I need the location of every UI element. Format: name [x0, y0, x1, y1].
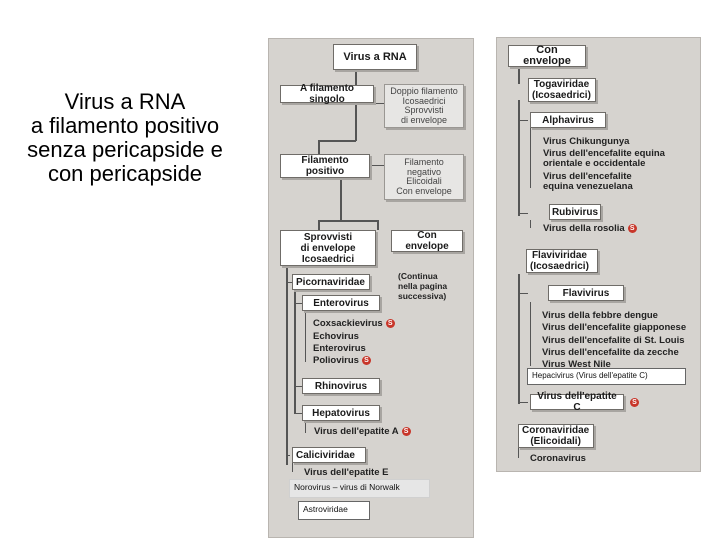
virus-rna-root-box: Virus a RNA: [333, 44, 417, 70]
norovirus-note: Norovirus – virus di Norwalk: [289, 479, 430, 498]
hcv-box: Virus dell'epatite C: [530, 391, 624, 413]
japanese-encephalitis-label: Virus dell'encefalite giapponese: [542, 322, 687, 333]
tick-borne-label: Virus dell'encefalite da zecche: [542, 347, 679, 358]
double-strand-box: Doppio filamento Icosaedrici Sprovvisti …: [384, 84, 464, 128]
positive-strand-box: Filamento positivo: [280, 154, 370, 178]
title-line-3: senza pericapside e: [27, 137, 223, 162]
alphavirus-box: Alphavirus: [530, 112, 606, 128]
eee-wee-label: Virus dell'encefalite equina orientale e…: [543, 148, 665, 169]
rubivirus-box: Rubivirus: [549, 204, 601, 220]
west-nile-label: Virus West Nile: [542, 360, 611, 368]
enveloped-box: Con envelope: [391, 230, 463, 252]
s-badge-icon: S: [630, 398, 639, 407]
s-badge-icon: S: [385, 319, 395, 328]
picornaviridae-box: Picornaviridae: [292, 274, 370, 290]
negative-strand-box: Filamento negativo Elicoidali Con envelo…: [384, 154, 464, 200]
chikungunya-label: Virus Chikungunya: [543, 136, 630, 147]
flaviviridae-box: Flaviviridae (Icosaedrici): [526, 249, 598, 273]
coronavirus-label: Coronavirus: [530, 453, 586, 464]
title-line-4: con pericapside: [47, 161, 203, 186]
st-louis-label: Virus dell'encefalite di St. Louis: [542, 335, 685, 346]
togaviridae-box: Togaviridae (Icosaedrici): [528, 78, 596, 102]
slide-title: Virus a RNA a filamento positivo senza p…: [0, 90, 250, 186]
vee-label: Virus dell'encefalite equina venezuelana: [543, 171, 633, 192]
enterovirus-genus-box: Enterovirus: [302, 295, 380, 311]
hepatitis-e-label: Virus dell'epatite E: [304, 467, 389, 478]
continued-note: (Continua nella pagina successiva): [398, 271, 448, 301]
title-line-2: a filamento positivo: [30, 113, 220, 138]
enveloped-header-box: Con envelope: [508, 45, 586, 67]
caliciviridae-box: Caliciviridae: [292, 447, 366, 463]
rhinovirus-box: Rhinovirus: [302, 378, 380, 394]
naked-icosahedral-box: Sprovvisti di envelope Icosaedrici: [280, 230, 376, 266]
astroviridae-note: Astroviridae: [298, 501, 370, 520]
s-badge-icon: S: [401, 427, 411, 436]
echovirus-label: Echovirus: [313, 331, 359, 342]
enterovirus-label: Enterovirus: [313, 343, 366, 354]
hepacivirus-note: Hepacivirus (Virus dell'epatite C): [527, 368, 686, 385]
flavivirus-box: Flavivirus: [548, 285, 624, 301]
s-badge-icon: S: [627, 224, 637, 233]
dengue-label: Virus della febbre dengue: [542, 310, 658, 321]
title-line-1: Virus a RNA: [64, 89, 186, 114]
single-strand-box: A filamento singolo: [280, 83, 374, 105]
coronaviridae-box: Coronaviridae (Elicoidali): [518, 424, 594, 448]
hepatovirus-box: Hepatovirus: [302, 405, 380, 421]
s-badge-icon: S: [361, 356, 371, 365]
